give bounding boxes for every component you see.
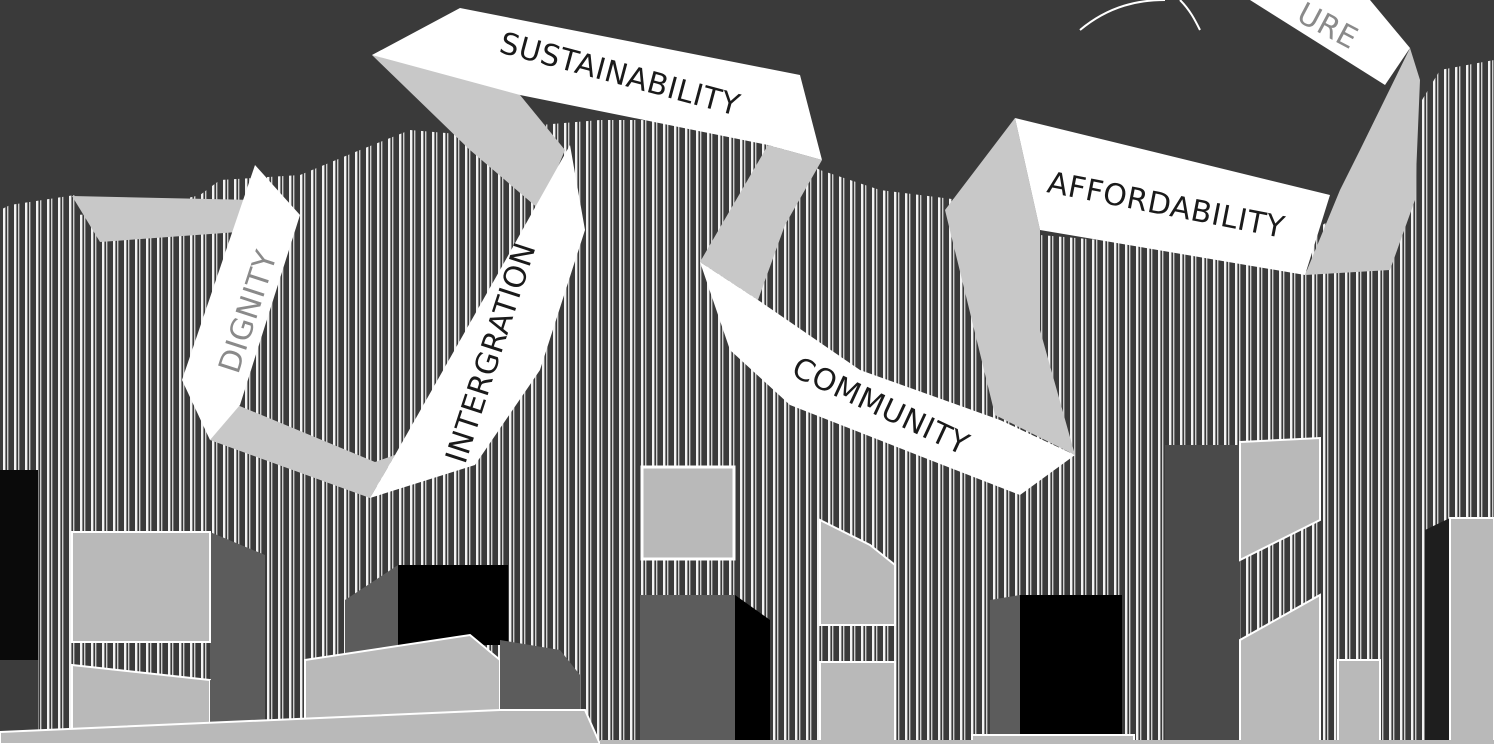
ribbon-culture-curve <box>1079 0 1166 31</box>
building-center-window <box>640 465 736 561</box>
ribbon-fronts <box>182 0 1410 498</box>
building-cr-upper <box>819 518 896 626</box>
ground-band <box>0 709 602 744</box>
ribbon-sustainability <box>372 8 822 160</box>
ribbon-folds <box>72 48 1420 498</box>
building-far-right-dark <box>1425 518 1450 744</box>
ribbon-affordability <box>1015 118 1330 275</box>
ribbon-intergration <box>370 145 585 498</box>
building-center-tower <box>640 595 735 744</box>
fold-sustain-left <box>372 48 565 210</box>
striped-skyline <box>0 60 1494 744</box>
building-rc-side <box>990 595 1020 744</box>
fold-sustain-right <box>700 145 822 300</box>
building-rc-base <box>971 734 1135 744</box>
building-right-dark <box>1165 445 1240 744</box>
building-cr-lower <box>819 661 896 744</box>
ribbon-community <box>700 262 1075 495</box>
buildings <box>0 436 1494 744</box>
building-center-tower-shade <box>735 595 770 744</box>
ribbon-culture-curve-2 <box>1179 0 1201 31</box>
building-rc-black <box>1020 595 1122 744</box>
ribbon-culture-partial <box>1250 0 1410 85</box>
fold-dignity-bottom <box>210 402 395 498</box>
building-left-front <box>71 531 211 643</box>
ribbon-dignity <box>182 165 300 440</box>
fold-dignity-top <box>72 196 262 242</box>
fold-community-right <box>945 118 1075 455</box>
building-cl-window <box>398 565 508 645</box>
fold-afford-right <box>1305 48 1420 275</box>
ground-band-right <box>600 740 1494 744</box>
building-right-upper <box>1239 436 1321 562</box>
building-right-lower <box>1239 593 1321 744</box>
building-right-small <box>1337 659 1381 744</box>
building-far-right <box>1449 517 1494 744</box>
